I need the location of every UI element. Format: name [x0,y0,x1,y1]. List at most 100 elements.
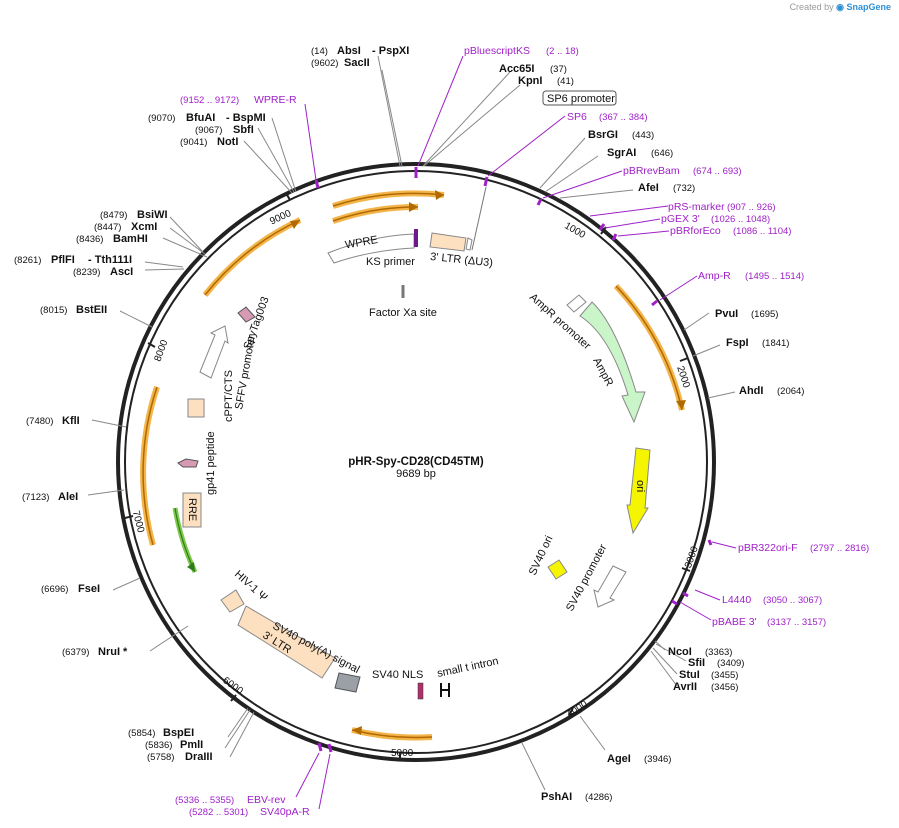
site-kfli: KflI [62,415,80,427]
scale-ticks [124,192,691,760]
site-pos-pflfi: (8261) [14,255,41,266]
site-noti: NotI [217,136,238,148]
wpre-label: WPRE [344,234,379,252]
primer-pos-sp6: (367 .. 384) [599,112,648,123]
site-bamhi: BamHI [113,233,148,245]
sv40-nls-label: SV40 NLS [372,669,423,681]
primer-sp6: SP6 [567,111,587,123]
site-pvui: PvuI [715,308,738,320]
site-pos-pshai: (4286) [585,792,612,803]
site-sgrai: SgrAI [607,147,636,159]
cppt-feature [187,398,205,418]
orf-arcs [140,190,686,741]
sv40-ori-feature [547,559,568,580]
plasmid-size: 9689 bp [396,468,436,480]
ks-primer-mark [414,229,418,247]
primer-pbluescriptks: pBluescriptKS [464,45,530,57]
primer-prs-marker: pRS-marker [668,201,725,213]
primer-pos-wpre-r: (9152 .. 9172) [180,95,239,106]
site-bfuai: BfuAI [186,112,215,124]
spytag-feature [237,306,256,323]
site-pos-kfli: (7480) [26,416,53,427]
ltr3-du3-arrow [465,237,473,251]
site-acc65i: Acc65I [499,63,534,75]
site-pos-agei: (3946) [644,754,671,765]
site-sfii: SfiI [688,657,705,669]
primer-pos-pbabe3: (3137 .. 3157) [767,617,826,628]
site-bsteii: BstEII [76,304,107,316]
site-fsei: FseI [78,583,100,595]
site-sbfi: SbfI [233,124,254,136]
site-kpni: KpnI [518,75,542,87]
site-pos-bsrgi: (443) [632,130,654,141]
primer-pos-pbrrevbam: (674 .. 693) [693,166,742,177]
site-afei: AfeI [638,182,659,194]
site-nrui: NruI * [98,646,128,658]
site-pos-sfii: (3409) [717,658,744,669]
sp6-promoter-label: SP6 promoter [547,93,615,105]
site-tth111i: - Tth111I [88,254,132,266]
site-pos-alei: (7123) [22,492,49,503]
primer-pos-prs-marker: (907 .. 926) [727,202,776,213]
site-ahdi: AhdI [739,385,763,397]
site-bspmi: - BspMI [226,112,266,124]
wpre-feature [327,233,415,264]
site-pos-bamhi: (8436) [76,234,103,245]
sffv-promoter-feature [199,325,229,379]
small-t-intron-label: small t intron [436,655,499,680]
site-pos-absi: (14) [311,46,328,57]
site-alei: AleI [58,491,78,503]
site-pos-bspei: (5854) [128,728,155,739]
small-t-intron-feature [440,683,450,697]
primer-marks [314,167,713,753]
ltr3-du3-feature [429,232,467,252]
backbone-outer-ring [116,162,716,762]
primer-pos-pgex3: (1026 .. 1048) [711,214,770,225]
site-pos-nrui: (6379) [62,647,89,658]
site-ncoi: NcoI [668,646,692,658]
tick-label-5000: 5000 [391,748,414,759]
site-pos-bsiwi: (8479) [100,210,127,221]
plasmid-name: pHR-Spy-CD28(CD45TM) [348,456,484,468]
tick-label-4000: 4000 [565,699,590,721]
site-pos-fsei: (6696) [41,584,68,595]
ampr-promoter-feature [566,294,587,313]
site-agei: AgeI [607,753,631,765]
ltr3-du3-label: 3' LTR (ΔU3) [430,251,494,270]
primer-pbrforeco: pBRforEco [670,225,721,237]
primer-sv40pa-r: SV40pA-R [260,806,310,818]
sv40-nls-feature [417,682,424,700]
site-pos-pmli: (5836) [145,740,172,751]
ampr-label: AmpR [590,356,615,389]
sp6-leader [471,186,487,251]
site-pos-bsteii: (8015) [40,305,67,316]
ori-feature [626,447,651,535]
rre-label: RRE [186,498,198,521]
site-pos-pvui: (1695) [751,309,778,320]
site-pos-sgrai: (646) [651,148,673,159]
site-pos-acc65i: (37) [550,64,567,75]
sv40-polya-feature [334,672,361,693]
primer-pbrrevbam: pBRrevBam [623,165,680,177]
hiv-psi-feature [220,589,245,613]
brand-name: SnapGene [846,2,891,12]
primer-pos-pbrforeco: (1086 .. 1104) [733,226,791,237]
snapgene-logo-icon: ◉ [836,2,844,12]
site-pos-asci: (8239) [73,267,100,278]
gp41-label: gp41 peptide [205,431,217,495]
site-pspxi: - PspXI [372,45,409,57]
site-pos-xcmi: (8447) [94,222,121,233]
gp41-feature [177,458,199,468]
primer-pbr322ori-f: pBR322ori-F [738,542,798,554]
site-avrii: AvrII [673,681,697,693]
site-pos-ahdi: (2064) [777,386,804,397]
site-pos-draiii: (5758) [147,752,174,763]
primer-pos-pbluescriptks: (2 .. 18) [546,46,579,57]
inner-features [177,90,651,700]
primer-pos-ebv-rev: (5336 .. 5355) [175,795,234,806]
snapgene-credit: Created by ◉ SnapGene [790,2,891,13]
site-pos-sbfi: (9067) [195,125,222,136]
site-pos-stui: (3455) [711,670,738,681]
site-draiii: DraIII [185,751,213,763]
